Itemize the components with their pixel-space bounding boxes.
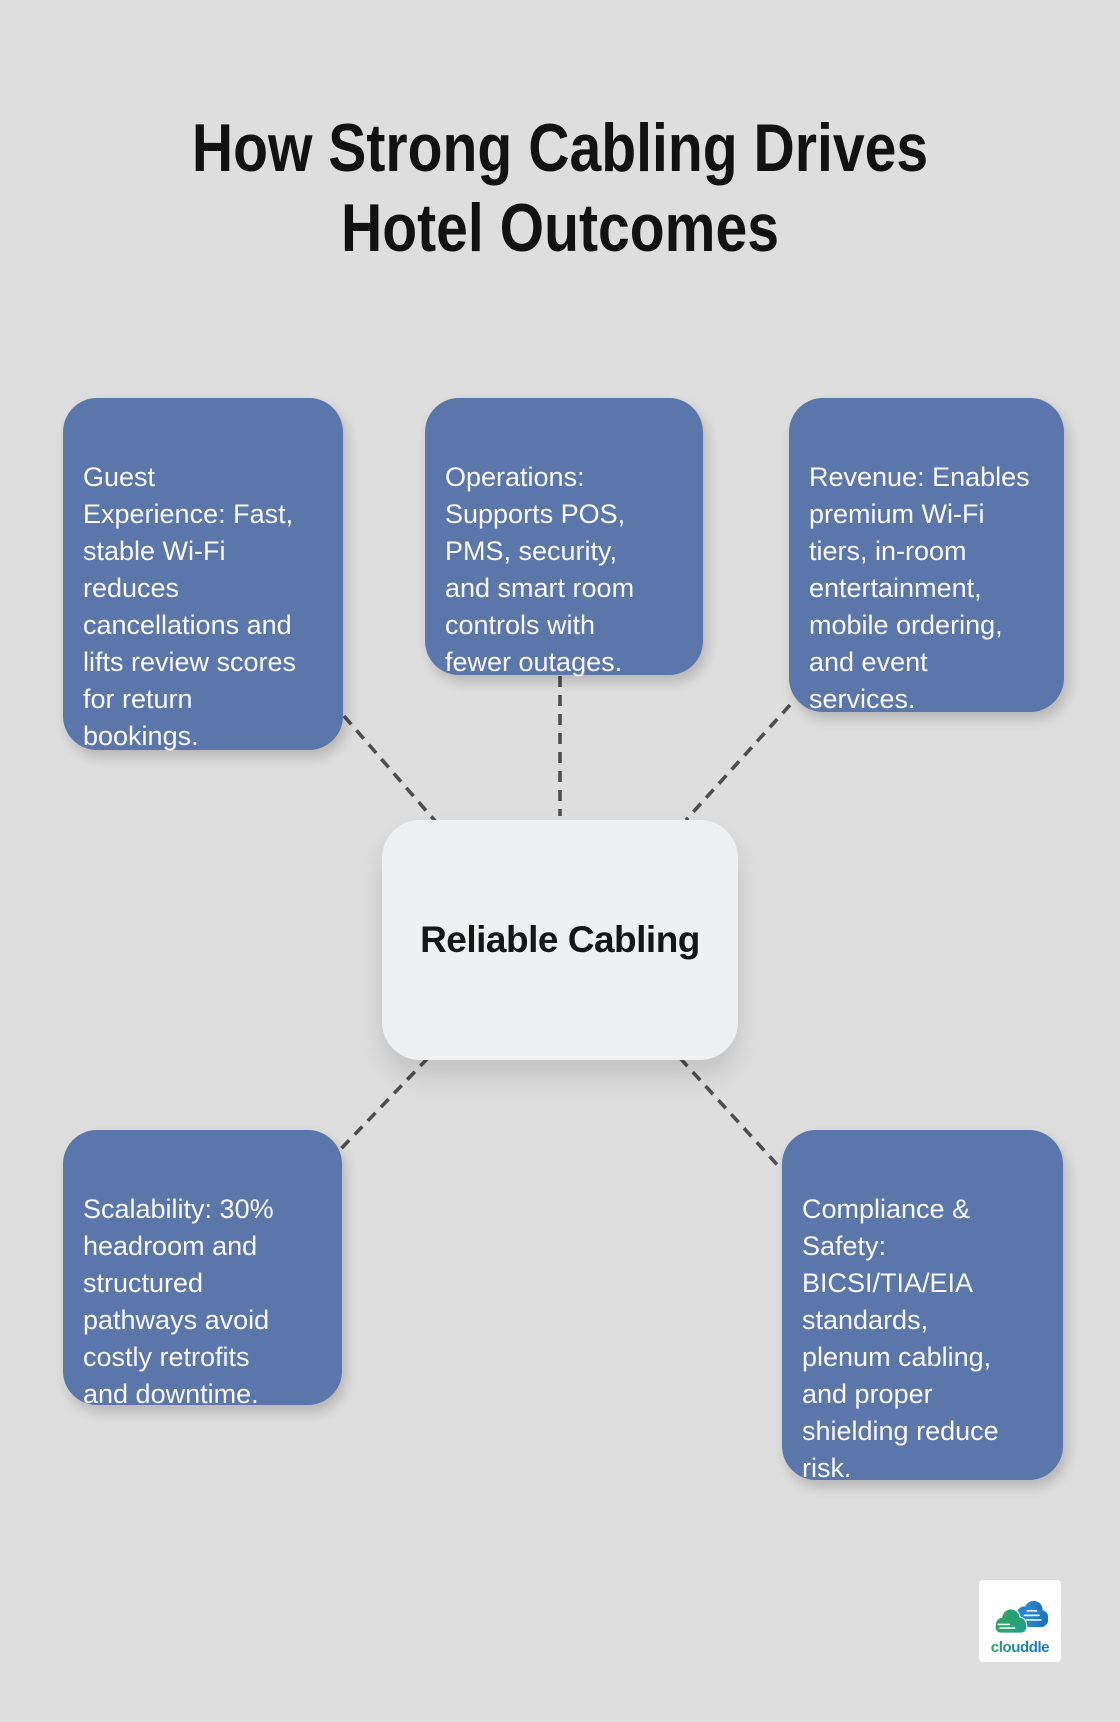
node-revenue-text: Revenue: Enables premium Wi-Fi tiers, in…	[809, 462, 1030, 714]
node-guest-experience-text: Guest Experience: Fast, stable Wi-Fi red…	[83, 462, 297, 751]
node-compliance-safety: Compliance & Safety: BICSI/TIA/EIA stand…	[782, 1130, 1063, 1483]
node-compliance-safety-text: Compliance & Safety: BICSI/TIA/EIA stand…	[802, 1194, 999, 1483]
node-scalability: Scalability: 30% headroom and structured…	[63, 1130, 342, 1409]
page-title: How Strong Cabling Drives Hotel Outcomes	[90, 108, 1031, 268]
page-title-line-1: How Strong Cabling Drives	[191, 110, 929, 186]
connector-scalability	[334, 1056, 430, 1156]
connector-revenue	[684, 703, 792, 822]
logo-card: clouddle	[979, 1580, 1061, 1662]
page-title-line-2: Hotel Outcomes	[340, 190, 779, 266]
node-revenue: Revenue: Enables premium Wi-Fi tiers, in…	[789, 398, 1064, 714]
node-operations-text: Operations: Supports POS, PMS, security,…	[445, 462, 635, 677]
cloud-pair-icon	[994, 1600, 1049, 1634]
connector-guest-experience	[342, 714, 438, 824]
node-operations: Operations: Supports POS, PMS, security,…	[425, 398, 703, 677]
connector-compliance	[678, 1056, 784, 1172]
center-node-label: Reliable Cabling	[420, 919, 700, 960]
logo-wordmark: clouddle	[990, 1639, 1050, 1656]
node-scalability-text: Scalability: 30% headroom and structured…	[83, 1194, 274, 1409]
center-node-reliable-cabling: Reliable Cabling	[382, 820, 738, 1060]
node-guest-experience: Guest Experience: Fast, stable Wi-Fi red…	[63, 398, 343, 751]
